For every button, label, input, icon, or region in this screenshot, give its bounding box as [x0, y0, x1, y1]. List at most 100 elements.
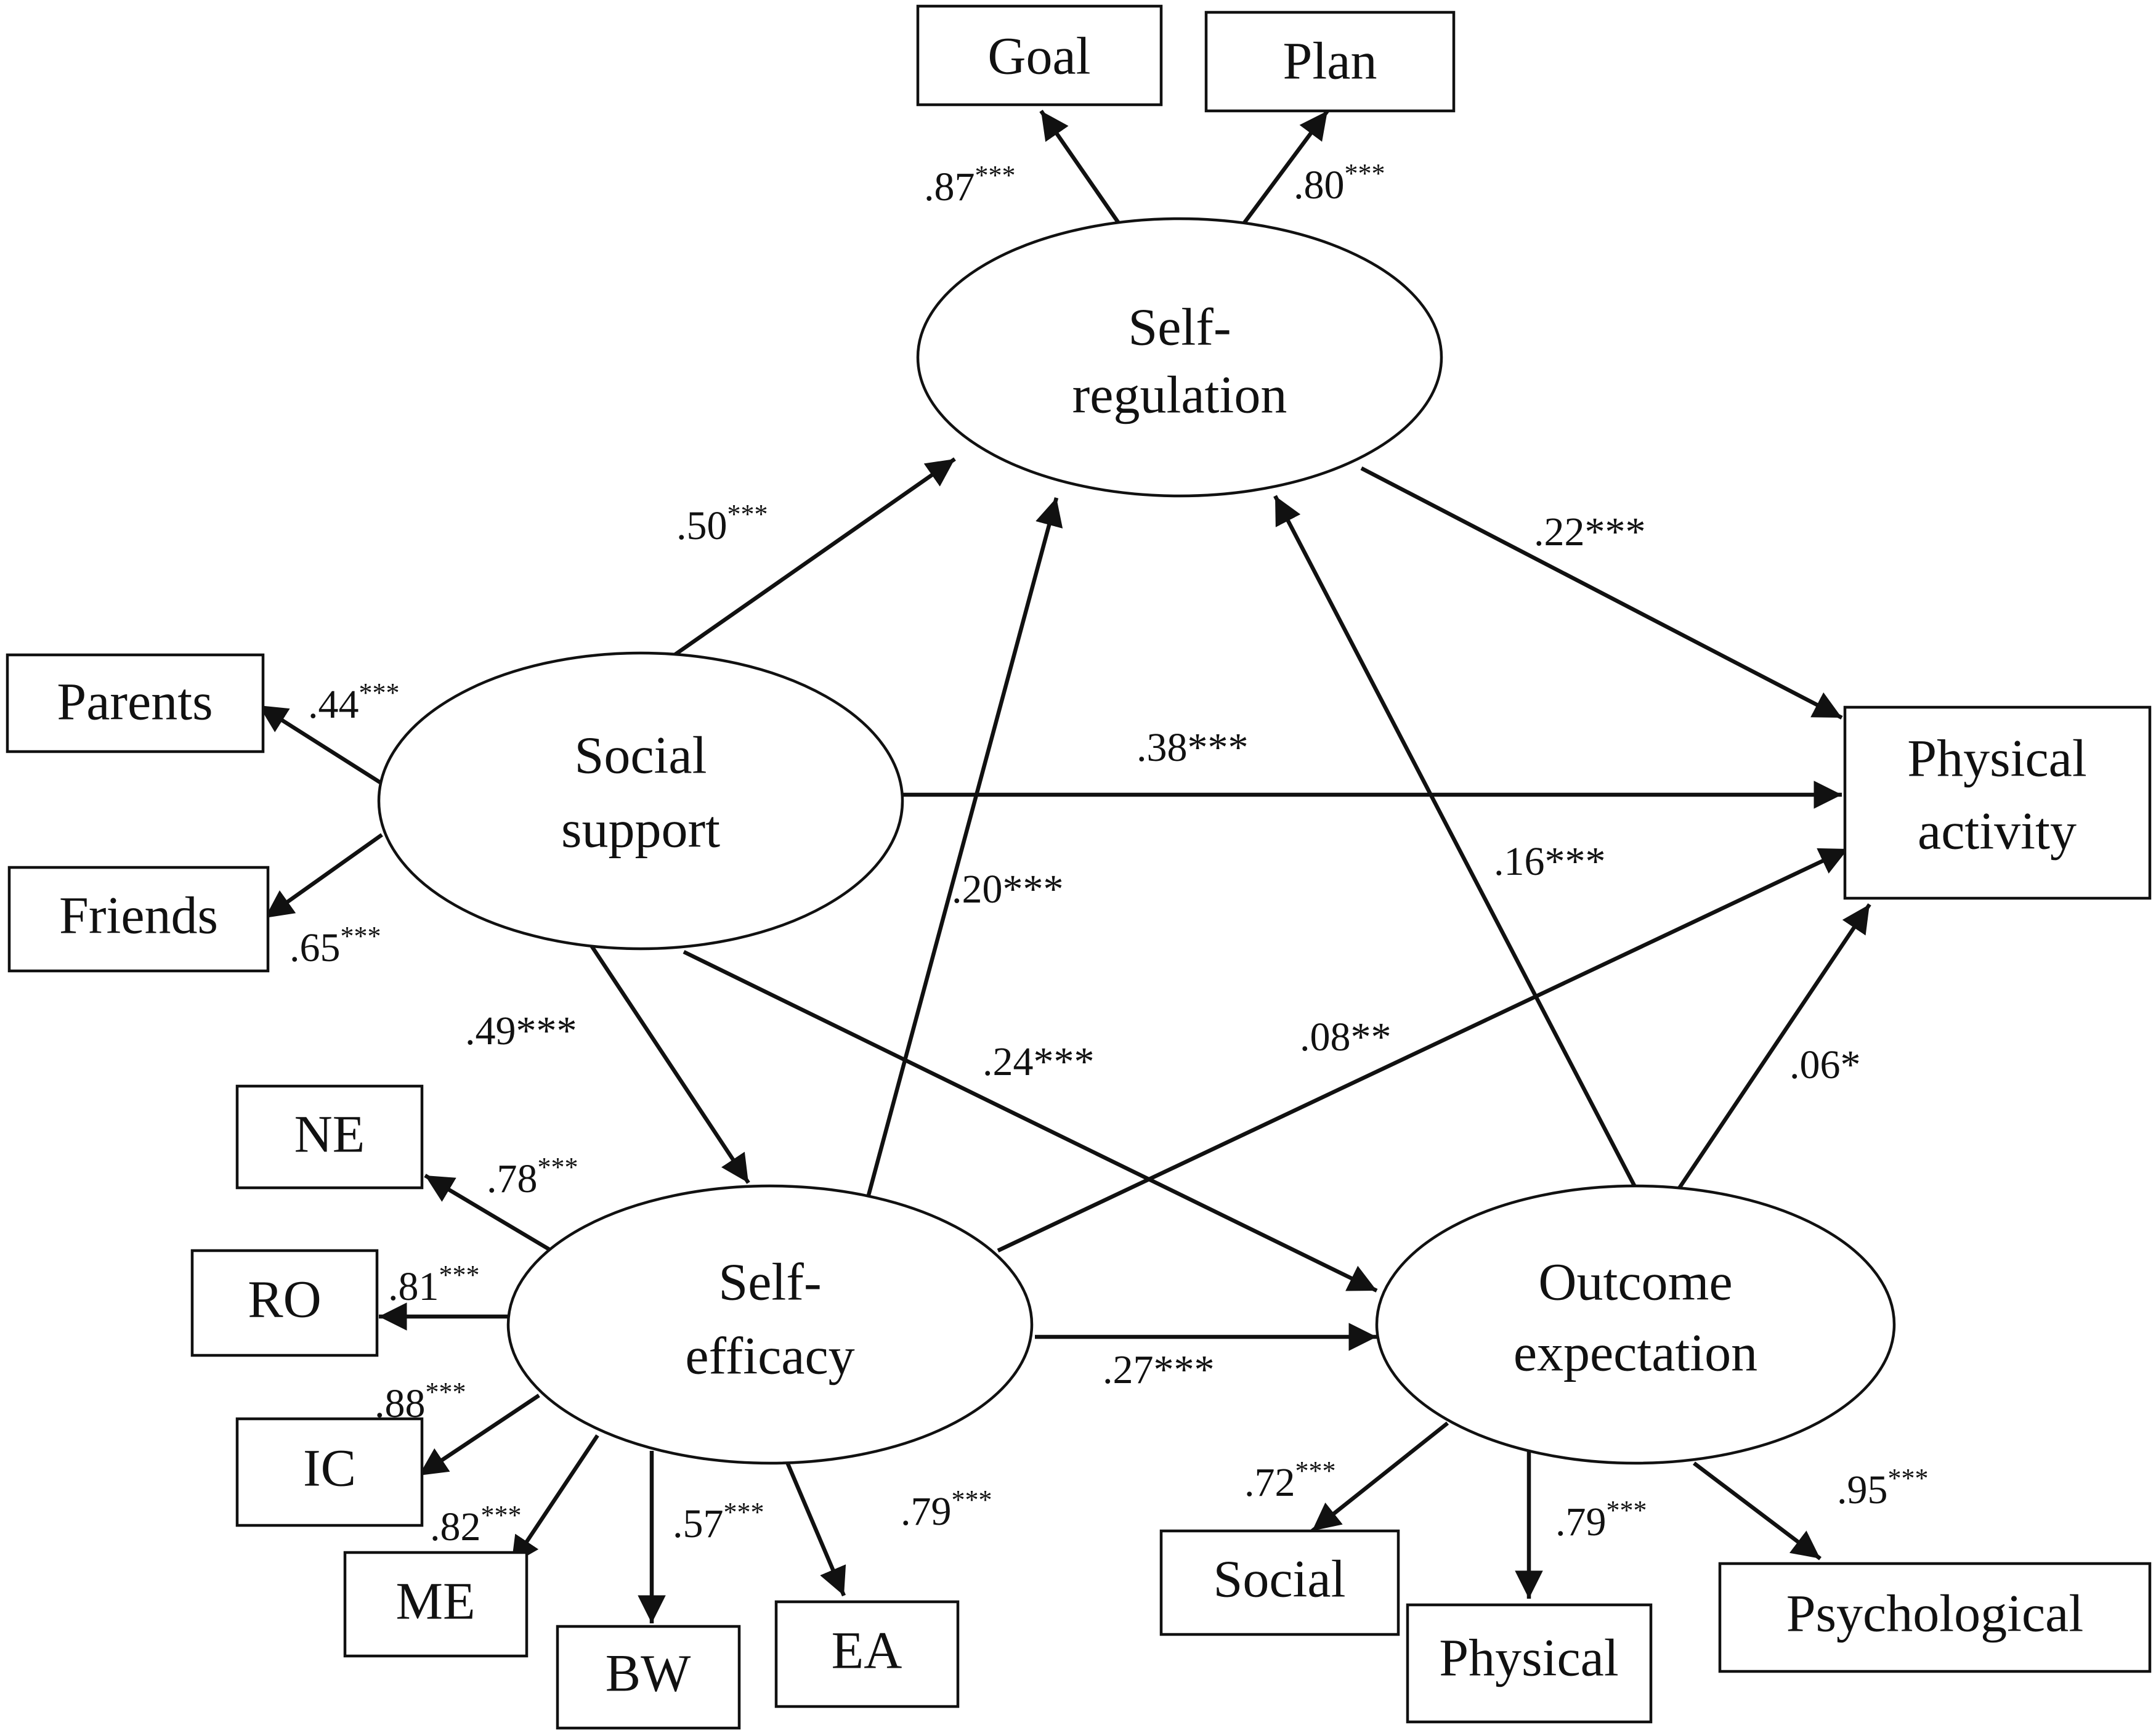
indicator-ro: RO — [190, 1249, 379, 1357]
indicator-bw-label: BW — [606, 1644, 691, 1703]
loading-arrow-ea — [780, 1450, 846, 1597]
indicator-psychological: Psychological — [1718, 1562, 2152, 1673]
loading-arrow-parents — [257, 704, 386, 787]
coef-ic-stars: *** — [426, 1377, 466, 1407]
indicator-ic: IC — [235, 1417, 424, 1527]
measurement-paths — [257, 110, 1822, 1623]
coef-ea: .79*** — [901, 1485, 992, 1534]
path-oe-to-pa — [1677, 903, 1871, 1190]
coef-ne-value: .78 — [487, 1156, 538, 1201]
path-se-to-pa — [997, 847, 1849, 1252]
coef-plan: .80*** — [1294, 158, 1385, 208]
coef-psychological-value: .95 — [1837, 1467, 1888, 1512]
self-efficacy-label-line2: efficacy — [685, 1326, 854, 1386]
loading-arrow-psychological — [1693, 1461, 1822, 1561]
structural-paths — [590, 457, 1871, 1351]
outcome-physical-activity: Physical activity — [1843, 705, 2152, 900]
indicator-parents-label: Parents — [57, 672, 213, 731]
coef-oe-to-pa: .06* — [1789, 1042, 1861, 1087]
indicator-goal-label: Goal — [987, 26, 1090, 86]
coef-se-to-pa: .08** — [1300, 1015, 1392, 1060]
coef-social-value: .72 — [1244, 1460, 1295, 1505]
coef-ic-value: .88 — [375, 1381, 426, 1426]
indicator-ea: EA — [774, 1600, 960, 1708]
coef-friends-stars: *** — [341, 921, 381, 951]
loading-arrow-ic — [418, 1394, 540, 1477]
coef-ss-to-pa: .38*** — [1137, 725, 1249, 770]
loading-arrow-friends — [264, 833, 383, 920]
indicator-ea-label: EA — [832, 1621, 902, 1680]
coef-ss-to-sr: .50*** — [676, 499, 768, 548]
indicator-social: Social — [1159, 1529, 1400, 1636]
indicator-ro-label: RO — [248, 1270, 321, 1329]
loading-arrow-goal — [1039, 110, 1126, 232]
indicator-psychological-label: Psychological — [1786, 1584, 2084, 1643]
latent-self-regulation: Self- regulation — [916, 217, 1443, 498]
indicator-plan: Plan — [1204, 10, 1456, 113]
coef-me-value: .82 — [430, 1504, 481, 1549]
coef-physical: .79*** — [1555, 1495, 1647, 1544]
coef-ic: .88*** — [375, 1377, 466, 1426]
path-ss-to-oe — [683, 950, 1378, 1293]
physical-activity-label-line2: activity — [1918, 802, 2077, 861]
coef-sr-to-pa: .22*** — [1534, 509, 1646, 554]
path-se-to-sr — [866, 497, 1063, 1196]
indicator-friends-label: Friends — [59, 886, 218, 945]
coef-ea-value: .79 — [901, 1489, 952, 1534]
coef-plan-value: .80 — [1294, 163, 1345, 208]
coef-psychological: .95*** — [1837, 1463, 1929, 1512]
indicator-me-label: ME — [396, 1572, 476, 1631]
coef-plan-stars: *** — [1345, 158, 1385, 189]
path-sr-to-pa — [1360, 466, 1843, 720]
coef-ea-stars: *** — [952, 1485, 992, 1515]
coef-me: .82*** — [430, 1500, 522, 1549]
self-regulation-label-line1: Self- — [1128, 298, 1231, 357]
coef-social: .72*** — [1244, 1456, 1336, 1505]
coef-ss-to-sr-value: .50 — [676, 503, 727, 548]
coef-bw: .57*** — [673, 1497, 764, 1546]
loading-coefficients: .87*** .80*** .44*** .65*** .78*** .81**… — [290, 158, 1929, 1549]
latent-outcome-expectation: Outcome expectation — [1375, 1184, 1896, 1465]
coef-friends: .65*** — [290, 921, 381, 970]
coef-ss-to-se: .49*** — [465, 1009, 577, 1053]
indicator-me: ME — [343, 1551, 529, 1658]
indicator-social-label: Social — [1214, 1549, 1346, 1609]
coef-ss-to-oe: .24*** — [983, 1039, 1095, 1084]
coef-psychological-stars: *** — [1888, 1463, 1929, 1493]
indicator-parents: Parents — [6, 653, 265, 753]
coef-ro: .81*** — [388, 1260, 480, 1309]
coef-goal: .87*** — [924, 160, 1016, 209]
indicator-goal: Goal — [916, 4, 1163, 107]
indicator-friends: Friends — [7, 866, 270, 973]
coef-bw-value: .57 — [673, 1501, 724, 1546]
self-efficacy-label-line1: Self- — [718, 1252, 821, 1312]
path-coefficients: .50*** .22*** .38*** .20*** .16*** .49**… — [465, 499, 1861, 1392]
coef-parents-value: .44 — [308, 682, 359, 727]
indicator-ic-label: IC — [303, 1439, 356, 1498]
coef-ro-value: .81 — [388, 1264, 439, 1309]
coef-friends-value: .65 — [290, 925, 341, 970]
physical-activity-label-line1: Physical — [1907, 729, 2086, 788]
coef-parents-stars: *** — [359, 678, 400, 708]
coef-physical-value: .79 — [1555, 1500, 1607, 1544]
coef-se-to-sr: .20*** — [952, 867, 1064, 912]
coef-social-stars: *** — [1295, 1456, 1336, 1486]
coef-ne: .78*** — [487, 1152, 578, 1201]
outcome-expectation-label-line1: Outcome — [1538, 1252, 1732, 1312]
coef-me-stars: *** — [481, 1500, 522, 1530]
loading-arrow-social — [1310, 1421, 1449, 1533]
loading-arrow-ne — [424, 1174, 553, 1252]
coef-goal-value: .87 — [924, 164, 975, 209]
self-regulation-label-line2: regulation — [1072, 365, 1287, 424]
indicator-ne: NE — [235, 1084, 424, 1190]
coef-se-to-oe: .27*** — [1103, 1347, 1215, 1392]
path-ss-to-sr — [667, 457, 956, 661]
coef-parents: .44*** — [308, 678, 400, 727]
indicator-bw: BW — [556, 1625, 741, 1730]
latent-social-support: Social support — [377, 651, 904, 951]
path-ss-to-se — [590, 944, 750, 1184]
loading-arrow-plan — [1236, 110, 1329, 232]
loading-arrow-me — [509, 1434, 599, 1566]
path-oe-to-sr — [1273, 495, 1637, 1189]
